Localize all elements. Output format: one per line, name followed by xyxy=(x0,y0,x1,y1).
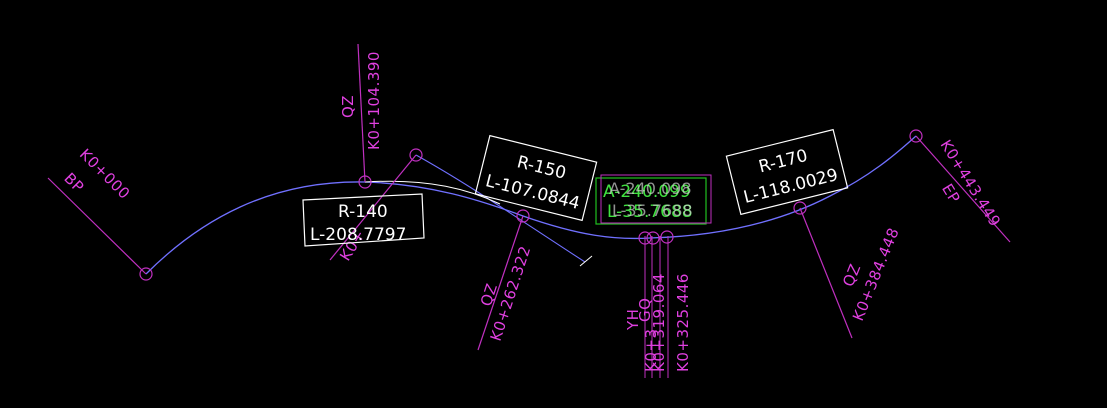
bp-station-tick xyxy=(47,177,147,275)
bp-chainage: K0+000 xyxy=(76,145,134,203)
ep-station-tick xyxy=(915,135,1011,243)
cluster-chainage-3: K0+325.446 xyxy=(674,273,692,372)
cluster-marker-2[interactable] xyxy=(646,231,660,245)
bp-type: BP xyxy=(60,169,87,196)
spiral-length-a: L-35.7688 xyxy=(607,202,693,222)
tangent-extension-line xyxy=(415,154,586,263)
qz1-chainage: K0+104.390 xyxy=(365,51,383,150)
qz2-marker[interactable] xyxy=(516,209,530,223)
spiral-length-b: L-35.7688 xyxy=(612,201,693,220)
tangent-extension-line-2 xyxy=(364,180,501,205)
spiral-box[interactable]: A-240.099 A-240.098 L-35.7688 L-35.7688 xyxy=(595,174,712,225)
curve-1-radius: R-140 xyxy=(338,202,388,222)
cluster-label: K0+3 K0+319.064 K0+325.446 YH GQ xyxy=(624,273,692,372)
qz2-station-tick xyxy=(477,215,524,351)
cluster-type-gq: GQ xyxy=(636,298,654,322)
ep-marker[interactable] xyxy=(909,129,923,143)
curve-2-box[interactable]: R-150 L-107.0844 xyxy=(474,134,598,222)
alignment-centerline xyxy=(145,135,917,275)
qz1-marker[interactable] xyxy=(358,175,372,189)
obscured-marker[interactable] xyxy=(409,148,423,162)
qz3-type: QZ xyxy=(839,261,864,289)
obscured-station-tick xyxy=(329,154,417,261)
qz1-label: K0+104.390 QZ xyxy=(339,51,383,150)
qz2-label: K0+262.322 QZ xyxy=(477,244,534,344)
spiral-param-b: A-240.098 xyxy=(609,179,692,198)
curve-1-length: L-208.7797 xyxy=(310,225,406,245)
bp-label: K0+000 BP xyxy=(60,145,134,203)
curve-1-box[interactable]: R-140 L-208.7797 xyxy=(302,193,425,247)
bp-marker[interactable] xyxy=(139,267,153,281)
spiral-param-a: A-240.099 xyxy=(603,182,691,202)
qz3-marker[interactable] xyxy=(793,201,807,215)
tangent-end-tick xyxy=(579,255,593,267)
cluster-marker-1[interactable] xyxy=(638,231,652,245)
spiral-box-frame-b xyxy=(600,174,712,224)
ep-chainage: K0+443.449 xyxy=(937,137,1005,230)
qz1-type: QZ xyxy=(339,95,357,118)
ep-type: EP xyxy=(938,180,964,206)
qz3-station-tick xyxy=(799,207,853,339)
curve-3-box[interactable]: R-170 L-118.0029 xyxy=(725,128,849,216)
cluster-marker-3[interactable] xyxy=(660,230,674,244)
qz1-station-tick xyxy=(357,43,366,183)
cluster-chainage-2: K0+319.064 xyxy=(650,273,668,372)
spiral-box-frame-a xyxy=(595,177,707,225)
cluster-chainage-1: K0+3 xyxy=(642,329,660,373)
cluster-type-yh: YH xyxy=(624,309,642,331)
